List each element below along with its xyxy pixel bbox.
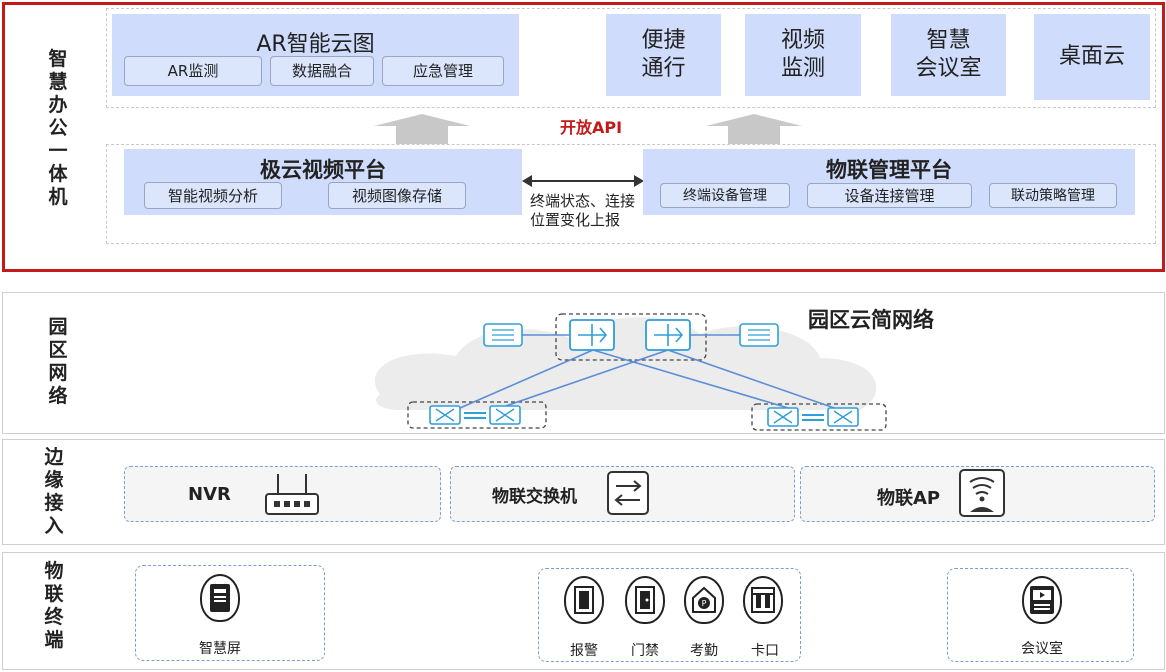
up-arrow-icon [374,114,470,144]
gate-icon [743,576,783,624]
video-item-analysis: 智能视频分析 [144,182,282,209]
exchange-label: 终端状态、连接位置变化上报 [530,192,636,229]
terminal-alarm-label: 报警 [570,643,598,659]
app-tile-access: 便捷 通行 [606,14,721,96]
platform-area [106,144,1156,244]
iot-ap-label: 物联AP [877,488,941,509]
iot-platform-title: 物联管理平台 [826,158,952,182]
screen-icon [200,574,240,622]
switch-icon [607,471,649,515]
terminal-group-left [135,565,325,661]
terminal-group-middle [538,568,801,662]
meeting-icon [1022,576,1062,624]
terminal-group-right [947,568,1134,662]
edge-layer-label: 边缘接入 [44,446,64,537]
app-tile-desktop-cloud: 桌面云 [1034,14,1150,100]
terminal-attendance-label: 考勤 [690,643,718,659]
svg-text:P: P [702,599,707,608]
ap-icon [959,469,1005,517]
bidirectional-arrow-icon [522,175,644,187]
ar-item-fusion: 数据融合 [270,56,374,86]
ar-item-emergency: 应急管理 [382,56,504,86]
ar-item-monitor: AR监测 [124,56,262,86]
up-arrow-icon [706,114,802,144]
app-tile-video: 视频 监测 [745,14,861,96]
iot-switch-label: 物联交换机 [492,487,577,507]
open-api-label: 开放API [560,118,623,137]
terminal-door-label: 门禁 [631,643,659,659]
office-layer-label: 智慧办公一体机 [48,48,68,208]
terminal-layer-label: 物联终端 [44,560,64,651]
campus-network-title: 园区云简网络 [808,308,934,332]
app-area [106,8,1156,108]
alarm-icon [564,576,604,624]
attendance-icon: P [684,576,724,624]
terminal-gate-label: 卡口 [751,643,779,659]
app-tile-meeting: 智慧 会议室 [891,14,1006,96]
smart-screen-label: 智慧屏 [199,641,241,657]
video-item-storage: 视频图像存储 [328,182,466,209]
iot-item-connection-mgmt: 设备连接管理 [807,183,972,208]
iot-item-device-mgmt: 终端设备管理 [660,183,790,208]
network-topology [407,313,887,431]
router-icon [265,474,319,515]
door-icon [625,576,665,624]
ar-cloud-map-title: AR智能云图 [256,32,375,57]
meeting-room-label: 会议室 [1021,641,1063,657]
iot-item-linkage-policy: 联动策略管理 [989,183,1117,208]
office-layer-panel [2,2,1165,272]
nvr-label: NVR [188,484,231,505]
campus-layer-label: 园区网络 [48,316,68,407]
video-platform-title: 极云视频平台 [260,158,386,182]
